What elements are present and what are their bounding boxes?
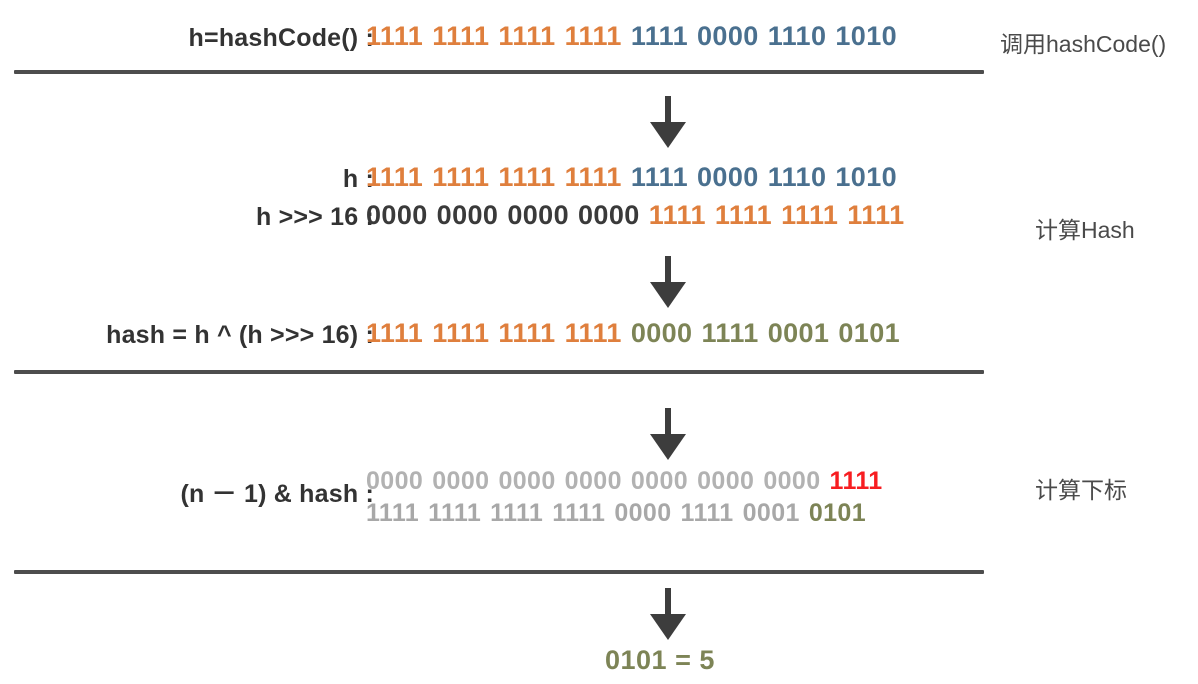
- row-label-h: h :: [342, 165, 374, 193]
- bit-group: 1111: [648, 200, 706, 230]
- bit-group: 0101: [838, 318, 901, 348]
- bit-group: 0000: [697, 21, 759, 51]
- bit-group: 1111: [498, 21, 556, 51]
- row-label-index: (n － 1) & hash :: [180, 480, 374, 508]
- bit-group: 1010: [835, 21, 898, 51]
- row-label-shift: h >>> 16 :: [255, 203, 374, 231]
- bit-group: 1111: [564, 162, 622, 192]
- bit-group: 1111: [490, 499, 544, 527]
- bit-group: 0000: [432, 467, 490, 495]
- bit-group: 0000: [697, 467, 755, 495]
- bit-group: 1111: [366, 21, 424, 51]
- bits-h: 1111 1111 1111 1111 1111 0000 1110 1010: [366, 162, 897, 193]
- bit-group: 0000: [578, 200, 640, 230]
- bit-group: 1110: [767, 21, 827, 51]
- side-note-compute-index: 计算下标: [1035, 477, 1127, 503]
- arrow-down-icon: [646, 408, 690, 462]
- bit-group: 0000: [507, 200, 570, 230]
- bit-group: 1111: [432, 162, 490, 192]
- bit-group: 1111: [366, 162, 424, 192]
- bits-hash-operand: 1111 1111 1111 1111 0000 1111 0001 0101: [366, 499, 866, 528]
- bit-group: 1111: [701, 318, 759, 348]
- bit-group: 0000: [630, 318, 693, 348]
- bit-group: 1111: [552, 499, 606, 527]
- bit-group: 1111: [498, 162, 556, 192]
- bits-n-minus-1: 0000 0000 0000 0000 0000 0000 0000 1111: [366, 467, 883, 496]
- bit-group: 0001: [742, 499, 800, 527]
- bits-h-shift-16: 0000 0000 0000 0000 1111 1111 1111 1111: [366, 200, 905, 231]
- bit-group: 1111: [630, 162, 689, 192]
- bit-group: 1111: [498, 318, 556, 348]
- result-value: 0101 = 5: [605, 645, 715, 675]
- bit-group: 1010: [835, 162, 898, 192]
- bit-group: 1111: [630, 21, 689, 51]
- side-note-compute-hash: 计算Hash: [1035, 217, 1135, 243]
- bit-group: 0000: [436, 200, 499, 230]
- bit-group: 1111: [847, 200, 905, 230]
- bit-group: 1111: [432, 318, 490, 348]
- arrow-down-icon: [646, 256, 690, 310]
- bit-group: 1111: [714, 200, 773, 230]
- bit-group: 1111: [432, 21, 490, 51]
- bit-group: 0000: [697, 162, 759, 192]
- bits-hash: 1111 1111 1111 1111 0000 1111 0001 0101: [366, 318, 900, 349]
- bit-group: 0000: [498, 467, 556, 495]
- divider-3: [14, 570, 984, 574]
- arrow-down-icon: [646, 588, 690, 642]
- bit-group: 0000: [366, 467, 424, 495]
- bit-group: 0000: [630, 467, 689, 495]
- bit-group: 0000: [763, 467, 821, 495]
- side-note-hashcode: 调用hashCode(): [1000, 31, 1167, 57]
- arrow-down-icon: [646, 96, 690, 150]
- bit-group: 0000: [614, 499, 672, 527]
- bit-group: 1111: [564, 21, 622, 51]
- bit-group: 1111: [366, 499, 420, 527]
- divider-1: [14, 70, 984, 74]
- bit-group-highlight: 0101: [808, 499, 867, 527]
- bit-group: 0000: [564, 467, 622, 495]
- bits-hashcode: 1111 1111 1111 1111 1111 0000 1110 1010: [366, 21, 897, 52]
- bit-group: 1111: [781, 200, 839, 230]
- row-label-hash: hash = h ^ (h >>> 16) :: [106, 321, 374, 349]
- bit-group: 1111: [564, 318, 622, 348]
- bit-group-highlight: 1111: [829, 467, 883, 495]
- divider-2: [14, 370, 984, 374]
- bit-group: 1111: [428, 499, 482, 527]
- bit-group: 0000: [366, 200, 428, 230]
- bit-group: 0001: [767, 318, 830, 348]
- bit-group: 1110: [767, 162, 827, 192]
- bit-group: 1111: [680, 499, 734, 527]
- bit-group: 1111: [366, 318, 424, 348]
- row-label-hashcode: h=hashCode() :: [188, 24, 374, 52]
